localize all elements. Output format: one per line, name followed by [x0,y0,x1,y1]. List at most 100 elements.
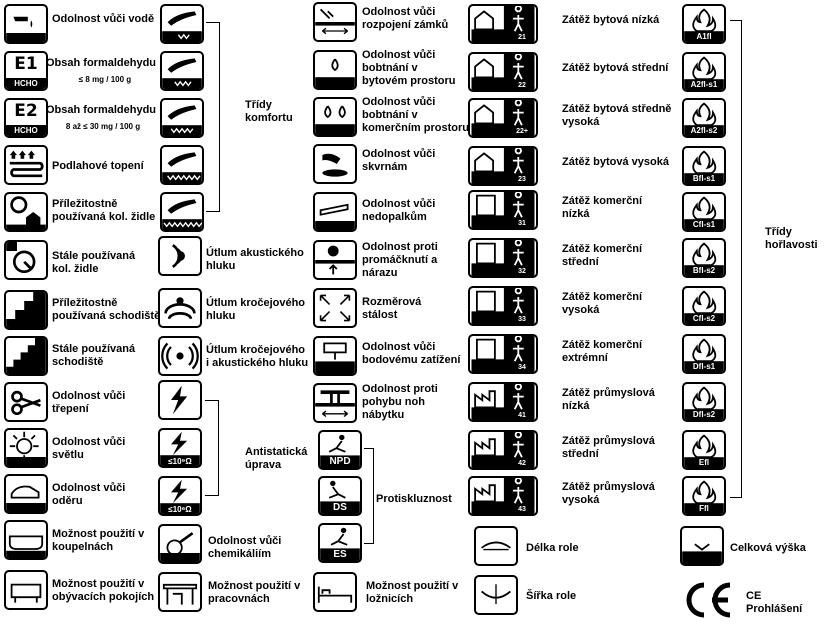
icon-cigarette [313,192,357,232]
load-class-icon: 32 [468,238,538,278]
label-ce: CE Prohlášení [746,590,803,615]
load-class-code: 22 [518,82,526,89]
slip-npd-code: NPD [329,456,351,467]
fire-class-icon: Dfl-s1 [682,334,726,374]
load-class-icon: 43 [468,476,538,516]
label-light: Odolnost vůči světlu [52,436,126,461]
bracket-fire [730,20,742,498]
load-class-icon: 42 [468,430,538,470]
icon-water [4,4,48,44]
load-class-code: 34 [518,364,526,371]
label-dent-impact: Odolnost proti promáčknutí a nárazu [362,241,438,279]
fire-class-code: Dfl-s1 [692,362,716,371]
load-class-icon: 22+ [468,98,538,138]
label-point-load: Odolnost vůči bodovému zatížení [362,341,461,366]
e2-hcho: HCHO [6,125,46,136]
load-class-label: Zátěž komerční extrémní [562,339,643,364]
load-class-label: Zátěž komerční střední [562,243,643,268]
load-class-label: Zátěž bytová střední [562,62,669,74]
icon-chair-occasional [4,192,48,232]
label-acoustic: Útlum akustického hluku [206,247,304,272]
antistatic-6-text: ≤10⁶Ω [168,505,192,514]
bracket-slip [364,448,374,544]
label-cigarette: Odolnost vůči nedopalkům [362,198,436,223]
load-class-code: 23 [518,176,526,183]
label-e2-detail: 8 až ≤ 30 mg / 100 g [65,122,141,131]
label-abrasion: Odolnost vůči oděru [52,482,126,507]
load-class-label: Zátěž průmyslová střední [562,435,655,460]
icon-antistatic-6: ≤10⁶Ω [158,476,202,516]
load-class-code: 22+ [516,128,528,135]
icon-point-load [313,336,357,376]
e2-code: E2 [14,101,38,121]
label-water: Odolnost vůči vodě [52,13,155,25]
fire-class-icon: A2fl-s2 [682,98,726,138]
icon-dimensional-stability [313,288,357,328]
label-roll-width: Šířka role [526,590,577,602]
label-furniture-leg: Odolnost proti pohybu noh nábytku [362,383,438,421]
load-class-code: 31 [518,220,526,227]
comfort-icon-4 [160,145,204,185]
label-slip: Protiskluznost [376,493,452,505]
load-class-icon: 33 [468,286,538,326]
icon-swelling-commercial [313,97,357,137]
icon-slip-npd: NPD [318,430,362,470]
icon-swelling-home [313,50,357,90]
fire-class-icon: Cfl-s1 [682,192,726,232]
label-roll-length: Délka role [526,542,579,554]
load-class-icon: 31 [468,190,538,230]
fire-class-icon: Bfl-s1 [682,146,726,186]
comfort-icon-1 [160,4,204,44]
label-stairs-occasional: Příležitostně používaná schodiště [52,297,161,322]
icon-stairs-occasional [4,290,48,330]
icon-total-height [680,526,724,566]
slip-ds-code: DS [333,502,347,513]
icon-abrasion [4,474,48,514]
fire-class-icon: Ffl [682,476,726,516]
bracket-antistatic [205,400,219,496]
icon-stairs-permanent [4,336,48,376]
icon-bedroom [313,572,357,612]
fire-class-code: Efl [698,458,710,467]
fire-class-icon: A2fl-s1 [682,52,726,92]
icon-lock-separation [313,2,357,42]
fire-class-icon: Dfl-s2 [682,382,726,422]
label-impact: Útlum kročejového hluku [206,297,306,322]
label-chair-permanent: Stále používaná kol. židle [52,250,136,275]
fire-class-code: A2fl-s1 [690,80,718,89]
fire-class-code: Bfl-s2 [692,266,716,275]
icon-antistatic-9: ≤10⁹Ω [158,428,202,468]
label-floor-heating: Podlahové topení [52,160,144,172]
label-e1-detail: ≤ 8 mg / 100 g [78,75,132,84]
fire-class-code: Bfl-s1 [692,174,716,183]
load-class-code: 41 [518,412,526,419]
label-e1: Obsah formaldehydu [46,57,157,69]
icon-e2: E2 HCHO [4,98,48,138]
icon-antistatic [158,380,202,420]
load-class-code: 43 [518,506,526,513]
label-bathroom: Možnost použití v koupelnách [52,528,145,553]
icon-light [4,428,48,468]
ce-mark [682,581,734,619]
comfort-icon-3 [160,98,204,138]
load-class-label: Zátěž průmyslová nízká [562,387,655,412]
label-dimensional-stability: Rozměrová stálost [362,296,422,321]
label-e2: Obsah formaldehydu [46,104,157,116]
e1-hcho: HCHO [6,78,46,89]
load-class-label: Zátěž bytová nízká [562,14,660,26]
icon-dent-impact [313,240,357,280]
label-impact-acoustic: Útlum kročejového i akustického hluku [206,344,309,369]
icon-impact [158,288,202,328]
label-fire-classes: Třídy hořlavosti [765,226,818,251]
load-class-code: 33 [518,316,526,323]
load-class-label: Zátěž komerční nízká [562,195,643,220]
icon-bathroom [4,520,48,560]
label-chair-occasional: Příležitostně používaná kol. židle [52,198,156,223]
label-living-room: Možnost použití v obývacích pokojích [52,578,155,603]
fire-class-code: Cfl-s1 [692,220,716,229]
bracket-comfort [206,22,220,212]
load-class-icon: 23 [468,146,538,186]
fire-class-code: A1fl [696,32,712,41]
label-lock-separation: Odolnost vůči rozpojení zámků [362,6,449,31]
icon-chemicals [158,524,202,564]
